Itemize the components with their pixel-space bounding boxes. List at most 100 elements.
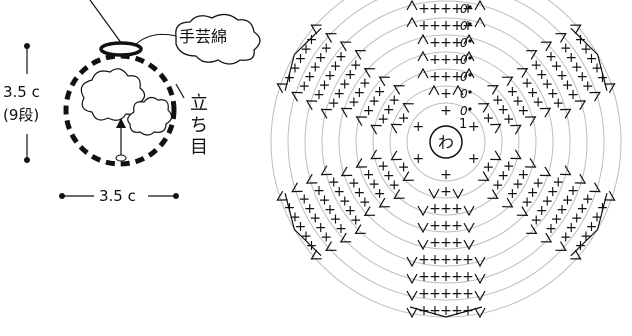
increase-symbol xyxy=(525,157,537,168)
increase-symbol xyxy=(417,205,429,217)
increase-symbol xyxy=(390,123,402,134)
increase-symbol xyxy=(355,157,367,168)
increase-symbol xyxy=(452,188,464,200)
single-crochet-symbol: + xyxy=(440,303,452,319)
slip-stitch-dot xyxy=(468,90,472,94)
single-crochet-symbol: + xyxy=(306,32,318,48)
single-crochet-symbol: + xyxy=(339,77,351,93)
single-crochet-symbol: + xyxy=(377,159,389,175)
outer-increase-bracket xyxy=(570,193,608,257)
single-crochet-symbol: + xyxy=(440,103,452,119)
single-crochet-symbol: + xyxy=(440,18,452,34)
increase-symbol xyxy=(539,107,552,118)
single-crochet-symbol: + xyxy=(429,69,441,85)
single-crochet-symbol: + xyxy=(440,86,452,102)
single-crochet-symbol: + xyxy=(320,40,332,56)
single-crochet-symbol: + xyxy=(518,167,530,183)
single-crochet-symbol: + xyxy=(440,184,452,200)
single-crochet-symbol: + xyxy=(440,35,452,51)
single-crochet-symbol: + xyxy=(536,203,548,219)
single-crochet-symbol: + xyxy=(551,59,563,75)
single-crochet-symbol: + xyxy=(552,96,564,112)
single-crochet-symbol: + xyxy=(324,202,336,218)
single-crochet-symbol: + xyxy=(368,177,380,193)
increase-symbol xyxy=(560,108,572,119)
outer-increase-bracket xyxy=(284,193,322,257)
slip-stitch-dot xyxy=(468,107,472,111)
stuffing-cloud-small xyxy=(127,96,173,136)
increase-symbol xyxy=(463,222,475,234)
slip-stitch-dot xyxy=(468,56,472,60)
single-crochet-symbol: + xyxy=(374,186,386,202)
single-crochet-symbol: + xyxy=(348,95,360,111)
single-crochet-symbol: + xyxy=(429,52,441,68)
single-crochet-symbol: + xyxy=(440,269,452,285)
increase-symbol xyxy=(526,224,538,235)
chain-symbol: 0 xyxy=(460,70,468,84)
single-crochet-symbol: + xyxy=(440,52,452,68)
increase-symbol xyxy=(463,205,475,217)
single-crochet-symbol: + xyxy=(580,42,592,58)
single-crochet-symbol: + xyxy=(580,229,592,245)
increase-symbol xyxy=(490,150,502,161)
single-crochet-symbol: + xyxy=(530,57,542,73)
increase-symbol xyxy=(525,116,537,127)
round-guide-circle xyxy=(338,34,554,250)
single-crochet-symbol: + xyxy=(575,32,587,48)
single-crochet-symbol: + xyxy=(429,201,441,217)
single-crochet-symbol: + xyxy=(398,111,410,127)
increase-symbol xyxy=(428,188,440,200)
single-crochet-symbol: + xyxy=(451,52,463,68)
increase-symbol xyxy=(370,149,382,160)
single-crochet-symbol: + xyxy=(451,1,463,17)
increase-symbol xyxy=(291,182,303,193)
single-crochet-symbol: + xyxy=(320,230,332,246)
increase-symbol xyxy=(406,307,418,319)
single-crochet-symbol: + xyxy=(418,252,430,268)
increase-symbol xyxy=(502,76,514,87)
single-crochet-symbol: + xyxy=(440,235,452,251)
single-crochet-symbol: + xyxy=(507,186,519,202)
increase-symbol xyxy=(540,41,553,52)
single-crochet-symbol: + xyxy=(374,84,386,100)
single-crochet-symbol: + xyxy=(562,193,574,209)
single-crochet-symbol: + xyxy=(451,201,463,217)
increase-symbol xyxy=(574,173,587,184)
chain-symbol: 0 xyxy=(460,87,468,101)
single-crochet-symbol: + xyxy=(339,194,351,210)
increase-symbol xyxy=(325,241,337,252)
increase-symbol xyxy=(402,102,414,113)
single-crochet-symbol: + xyxy=(309,211,321,227)
single-crochet-symbol: + xyxy=(527,85,539,101)
width-dimension-dot-right xyxy=(173,193,179,199)
increase-symbol xyxy=(516,206,529,217)
chain-symbol: 0 xyxy=(460,2,468,16)
single-crochet-symbol: + xyxy=(591,210,603,226)
stuffing-cloud-large xyxy=(80,68,146,121)
increase-symbol xyxy=(393,189,405,200)
single-crochet-symbol: + xyxy=(518,103,530,119)
single-crochet-symbol: + xyxy=(429,235,441,251)
magic-ring-label: わ xyxy=(438,133,454,152)
single-crochet-symbol: + xyxy=(582,79,594,95)
single-crochet-symbol: + xyxy=(328,96,340,112)
increase-symbol xyxy=(355,116,367,127)
single-crochet-symbol: + xyxy=(451,269,463,285)
increase-symbol xyxy=(604,83,616,94)
increase-symbol xyxy=(417,67,429,79)
increase-symbol xyxy=(474,0,486,11)
single-crochet-symbol: + xyxy=(440,252,452,268)
chain-symbol: 0 xyxy=(460,36,468,50)
single-crochet-symbol: + xyxy=(451,303,463,319)
single-crochet-symbol: + xyxy=(547,86,559,102)
increase-symbol xyxy=(417,33,429,45)
single-crochet-symbol: + xyxy=(304,69,316,85)
single-crochet-symbol: + xyxy=(315,220,327,236)
round-1-start-label: 1 xyxy=(459,117,467,132)
single-crochet-symbol: + xyxy=(576,69,588,85)
slip-stitch-dot xyxy=(468,5,472,9)
single-crochet-symbol: + xyxy=(295,51,307,67)
increase-symbol xyxy=(340,166,353,177)
increase-symbol xyxy=(378,76,390,87)
single-crochet-symbol: + xyxy=(359,76,371,92)
